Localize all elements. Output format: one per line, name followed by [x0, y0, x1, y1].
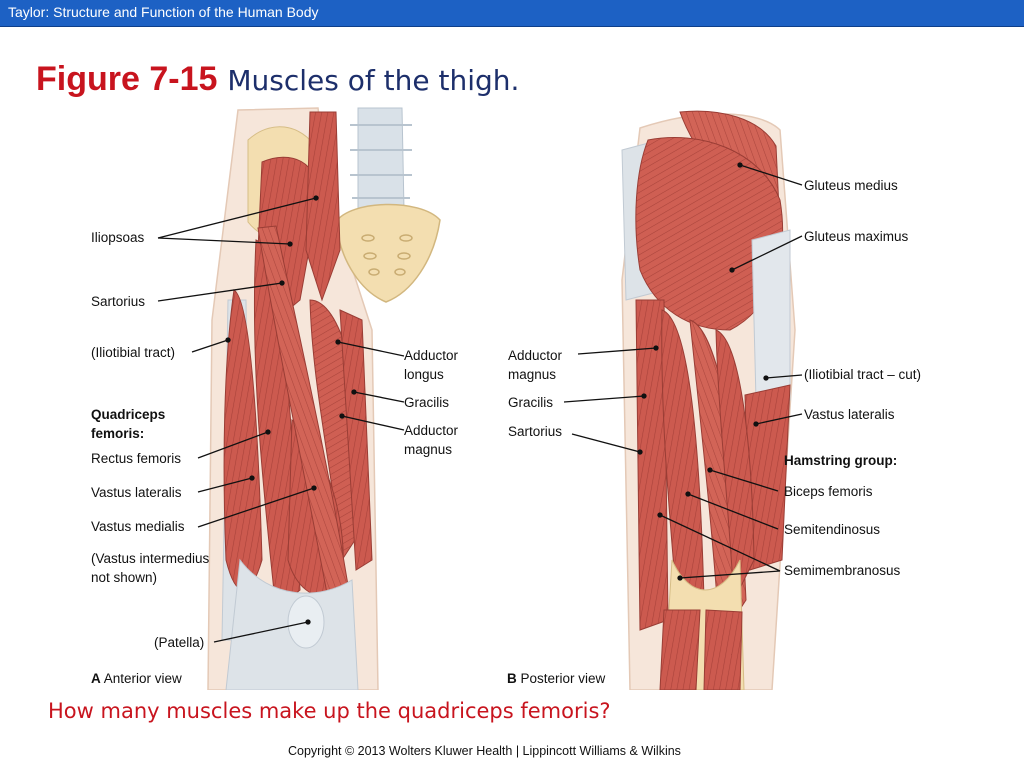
label-iliotibial-tract: (Iliotibial tract)	[91, 345, 176, 360]
figure-caption: Muscles of the thigh.	[227, 64, 520, 97]
header-bar: Taylor: Structure and Function of the Hu…	[0, 0, 1024, 27]
label-adductor-longus-line1: Adductor	[404, 348, 459, 363]
label-quadriceps-line2: femoris:	[91, 426, 145, 441]
label-vastus-intermedius-line1: (Vastus intermedius	[91, 551, 210, 566]
thigh-muscles-illustration	[157, 107, 803, 690]
label-gracilis-anterior: Gracilis	[404, 395, 450, 410]
label-gracilis-posterior: Gracilis	[508, 395, 554, 410]
anterior-leader-lines	[157, 195, 405, 643]
anterior-view-caption: A Anterior view	[91, 669, 182, 688]
label-sartorius: Sartorius	[91, 294, 146, 309]
figure-number: Figure 7-15	[36, 60, 218, 98]
label-adductor-magnus-posterior-line1: Adductor	[508, 348, 563, 363]
posterior-thigh	[621, 110, 796, 690]
label-biceps-femoris: Biceps femoris	[784, 484, 873, 499]
label-semitendinosus: Semitendinosus	[784, 522, 881, 537]
label-iliopsoas: Iliopsoas	[91, 230, 145, 245]
label-semimembranosus: Semimembranosus	[784, 563, 901, 578]
anterior-thigh	[207, 107, 441, 690]
label-vastus-intermedius-line2: not shown)	[91, 570, 158, 585]
anterior-view-letter: A	[91, 671, 101, 686]
label-vastus-medialis: Vastus medialis	[91, 519, 185, 534]
label-vastus-lateralis-posterior: Vastus lateralis	[804, 407, 895, 422]
posterior-leader-lines	[563, 162, 803, 581]
label-adductor-magnus-anterior-line2: magnus	[404, 442, 453, 457]
header-text: Taylor: Structure and Function of the Hu…	[8, 4, 319, 20]
label-adductor-longus-line2: longus	[404, 367, 444, 382]
label-vastus-lateralis-anterior: Vastus lateralis	[91, 485, 182, 500]
question-text: How many muscles make up the quadriceps …	[48, 699, 611, 723]
label-quadriceps-line1: Quadriceps	[91, 407, 166, 422]
posterior-view-letter: B	[507, 671, 517, 686]
label-adductor-magnus-anterior-line1: Adductor	[404, 423, 459, 438]
anterior-view-title: Anterior view	[103, 671, 182, 686]
label-rectus-femoris: Rectus femoris	[91, 451, 182, 466]
label-hamstring-group: Hamstring group:	[784, 453, 898, 468]
page-title: Figure 7-15 Muscles of the thigh.	[36, 60, 519, 99]
label-patella: (Patella)	[154, 635, 205, 650]
label-adductor-magnus-posterior-line2: magnus	[508, 367, 557, 382]
label-iliotibial-tract-cut: (Iliotibial tract – cut)	[804, 367, 922, 382]
label-gluteus-medius: Gluteus medius	[804, 178, 898, 193]
label-gluteus-maximus: Gluteus maximus	[804, 229, 909, 244]
posterior-view-title: Posterior view	[520, 671, 606, 686]
copyright-text: Copyright © 2013 Wolters Kluwer Health |…	[288, 744, 681, 758]
label-sartorius-posterior: Sartorius	[508, 424, 563, 439]
posterior-view-caption: B Posterior view	[507, 669, 605, 688]
